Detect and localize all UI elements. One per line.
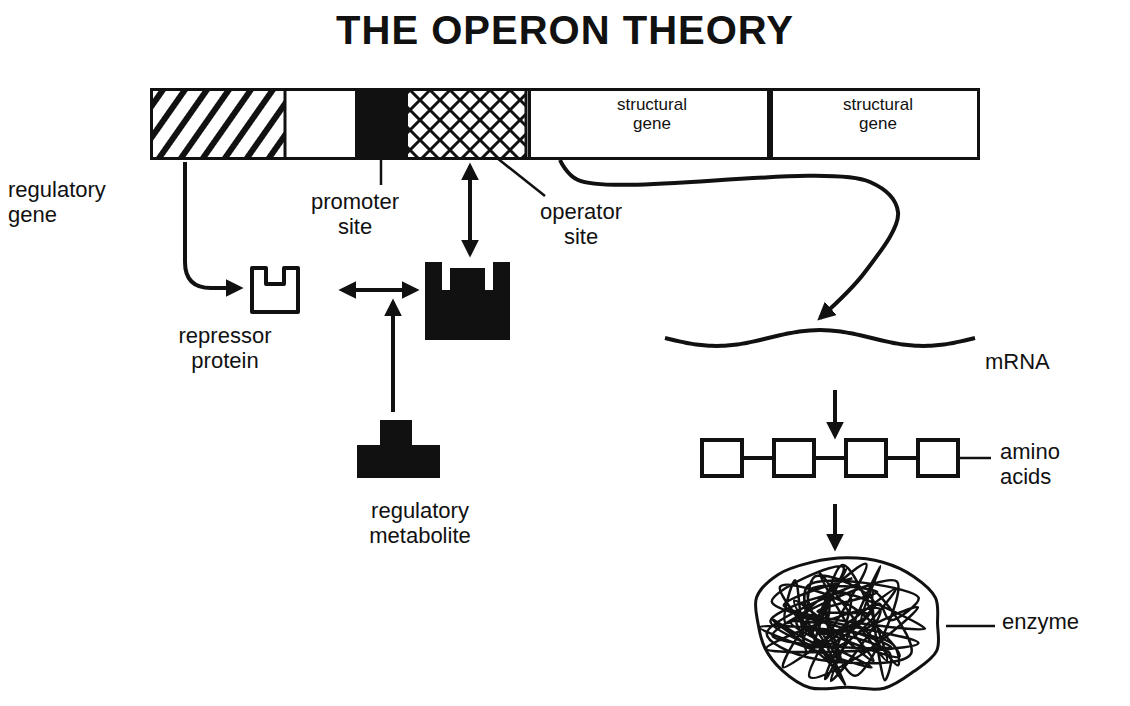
repressor-notch: [442, 262, 493, 290]
amino-acid-unit: [846, 440, 886, 476]
regulatory-metabolite: regulatory metabolite: [340, 415, 515, 567]
amino-acid-unit: [774, 440, 814, 476]
flow-arrow: [560, 160, 898, 318]
synthesis-arrow: [185, 162, 240, 288]
leader-line: [960, 457, 991, 460]
structural-gene-box: structural gene: [528, 88, 770, 160]
regulatory-gene-segment: [150, 90, 285, 158]
leader-line: [380, 160, 383, 185]
operator-segment: [408, 90, 526, 158]
dna-strand: [150, 157, 530, 160]
part-label: regulatory gene: [8, 178, 126, 227]
metabolite-arrow: [391, 302, 395, 412]
dna-strand: [150, 88, 530, 91]
diagram-title: THE OPERON THEORY: [0, 8, 1130, 53]
active-repressor-complex: [425, 262, 510, 340]
binding-arrow: [468, 166, 472, 254]
segment-divider: [284, 88, 287, 160]
metabolite-shape: [357, 420, 440, 478]
node-label: structural gene: [597, 95, 707, 133]
promoter-segment: [355, 90, 408, 158]
flow-arrow: [833, 390, 837, 436]
node-label: repressor protein: [160, 324, 290, 373]
equilibrium-arrow: [342, 288, 416, 292]
node-label: mRNA: [985, 350, 1075, 375]
folded-chain: [759, 564, 925, 685]
mrna-strand-node: mRNA: [660, 318, 1080, 390]
enzyme-node: enzyme: [740, 548, 1100, 700]
leader-line: [497, 158, 545, 196]
repressor-protein: repressor protein: [160, 262, 310, 394]
mrna-strand: [665, 330, 975, 346]
enzyme-outline: [755, 558, 938, 689]
flow-arrow: [833, 504, 837, 548]
part-label: operator site: [525, 200, 637, 249]
segment-divider: [150, 88, 153, 160]
repressor-shape: [252, 268, 298, 312]
node-label: regulatory metabolite: [345, 499, 495, 548]
amino-acid-chain: amino acids: [695, 436, 1115, 504]
part-label: promoter site: [300, 190, 410, 239]
structural-gene-box: structural gene: [770, 88, 980, 160]
bound-metabolite: [450, 268, 485, 290]
node-label: structural gene: [823, 95, 933, 133]
amino-acid-unit: [702, 440, 742, 476]
peptide-bond: [735, 456, 925, 460]
node-label: enzyme: [1002, 610, 1097, 635]
node-label: amino acids: [1000, 440, 1100, 489]
amino-acid-unit: [918, 440, 958, 476]
leader-line: [946, 625, 995, 628]
